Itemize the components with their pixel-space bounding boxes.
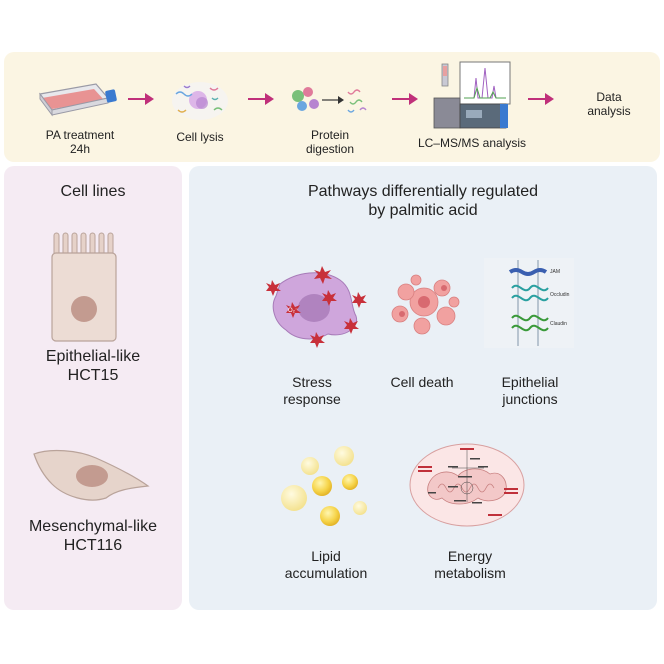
protein-digestion-icon [292,87,367,113]
step-label-analysis: analysis [587,104,631,119]
lipid-droplets-icon [281,446,367,526]
step-label-pa-treatment: PA treatment [45,128,115,142]
step-label-protein: Protein [310,128,350,142]
mitochondria-metabolism-icon [409,443,525,527]
pathway-label-accumulation: accumulation [284,564,368,581]
pathway-label-cell-death: Cell death [390,374,454,390]
pathway-label-stress: Stress [292,374,332,390]
cell-lines-title: Cell lines [60,183,126,200]
workflow-arrow [528,93,554,105]
pathway-label-junctions: junctions [502,390,558,407]
step-label-data: Data [596,90,622,104]
pathway-label-lipid: Lipid [311,548,341,564]
occludin-label: Occludin [550,292,570,298]
step-label-cell-lysis: Cell lysis [176,130,224,144]
mesenchymal-cellline: HCT116 [63,536,123,554]
claudin-label: Claudin [550,321,567,327]
workflow-panel [4,52,660,162]
tight-junction-icon: JAM Occludin Claudin [484,258,574,348]
epithelial-label: Epithelial-like [45,348,141,365]
stress-cell-icon: O₂⁻ [266,266,367,348]
cell-lysate-icon [172,82,228,120]
mesenchymal-cell-icon [33,449,150,501]
workflow-arrow [392,93,418,105]
ros-label: O₂⁻ [288,308,298,314]
jam-label: JAM [550,269,560,275]
flask-icon [38,83,117,117]
step-label-24h: 24h [69,142,91,157]
cell-death-icon [391,274,460,335]
pathway-label-epithelial: Epithelial [501,374,559,390]
pathways-title-line2: by palmitic acid [368,201,478,219]
pathways-title-line1: Pathways differentially regulated [307,183,539,200]
mass-spectrometer-icon [433,61,511,129]
workflow-arrow [128,93,154,105]
pathway-label-response: response [283,390,341,407]
pathways-panel [189,166,657,610]
pathway-label-energy: Energy [447,548,493,564]
epithelial-cell-icon [51,232,117,342]
mesenchymal-label: Mesenchymal-like [28,518,158,535]
pathway-label-metabolism: metabolism [434,564,506,581]
step-label-lc-ms-ms: LC–MS/MS analysis [417,136,527,150]
workflow-arrow [248,93,274,105]
step-label-digestion: digestion [305,142,355,157]
epithelial-cellline: HCT15 [67,366,119,384]
